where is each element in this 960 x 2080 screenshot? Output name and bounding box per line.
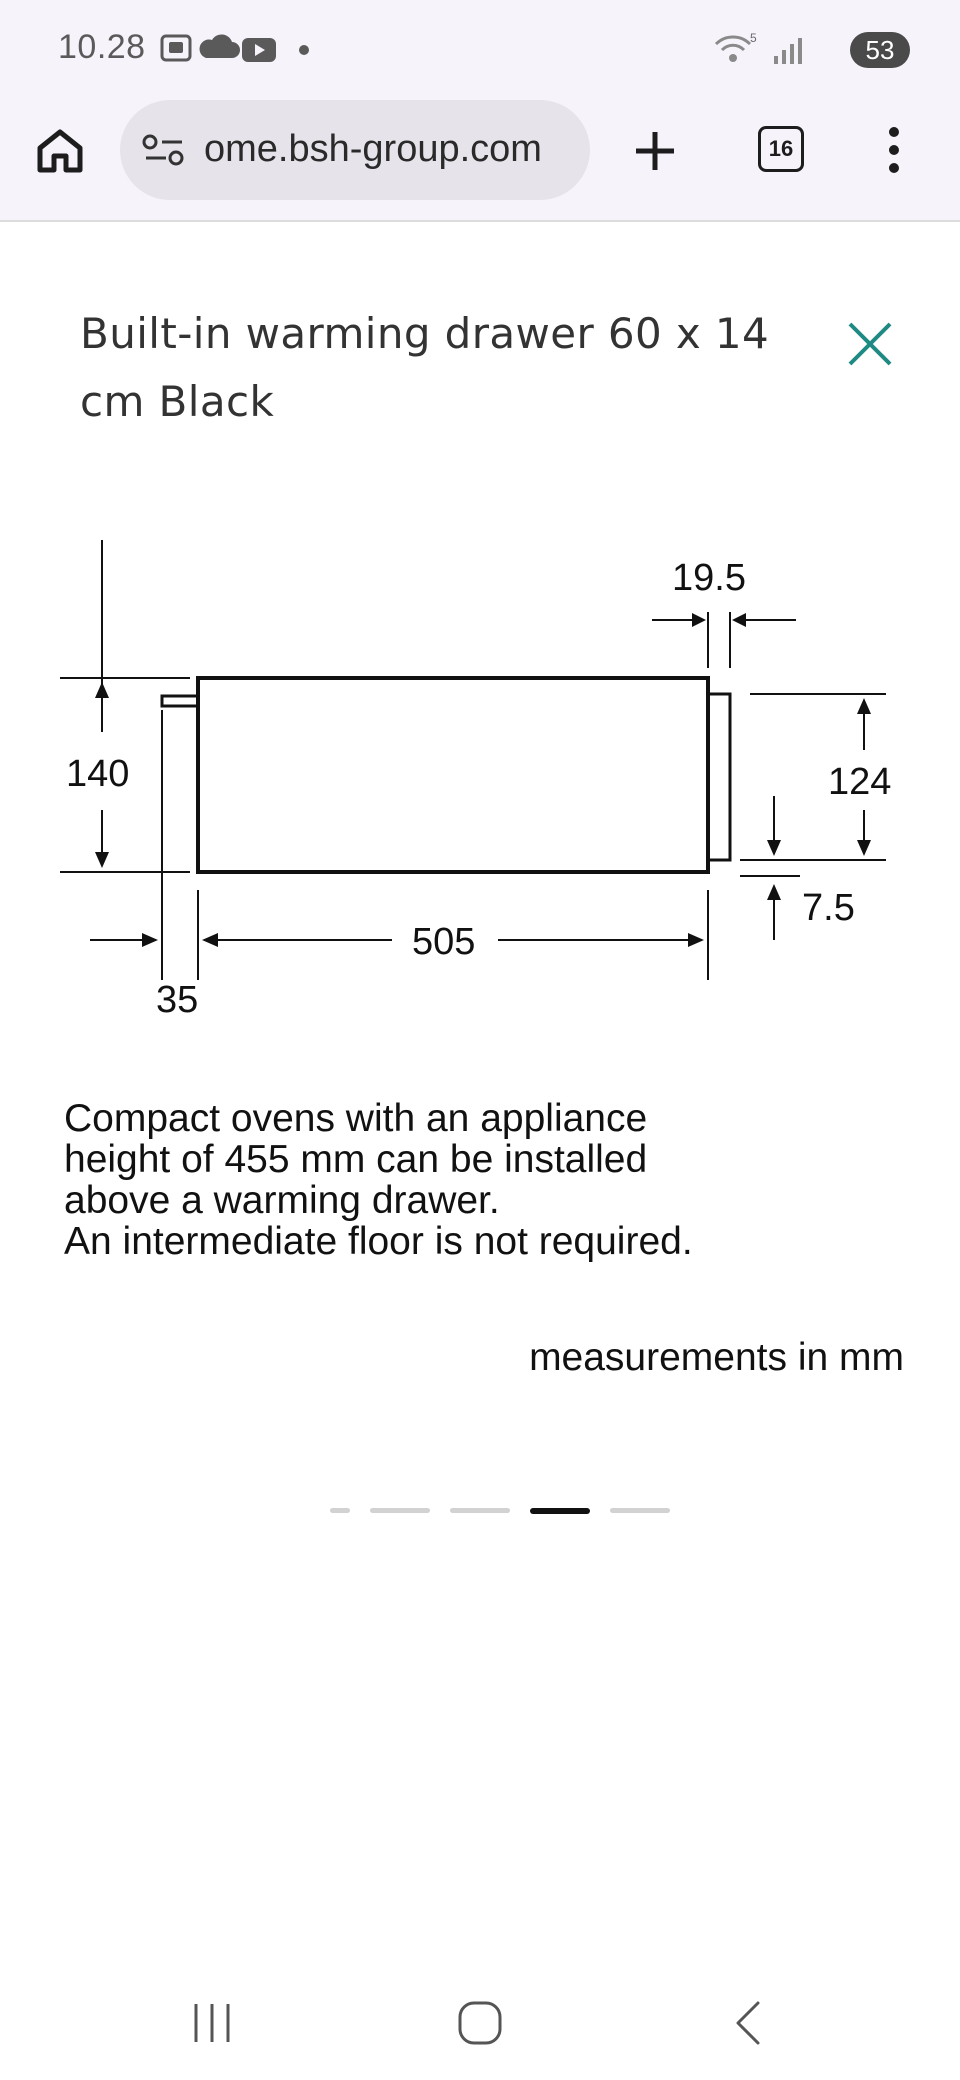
- note-line: height of 455 mm can be installed: [64, 1138, 648, 1181]
- battery-level: 53: [865, 35, 895, 65]
- plus-icon[interactable]: [632, 128, 678, 174]
- carousel-dot-3[interactable]: [450, 1508, 510, 1513]
- dim-label-top: 19.5: [672, 557, 746, 599]
- dim-label-left-height: 140: [66, 753, 129, 795]
- dim-label-bottom-gap: 7.5: [802, 887, 855, 929]
- drawer-front-panel: [706, 692, 732, 862]
- carousel-indicator: [330, 1508, 670, 1514]
- tab-count: 16: [768, 136, 794, 161]
- carousel-dot-4[interactable]: [530, 1508, 590, 1514]
- signal-strength-icon: [774, 38, 802, 64]
- drawer-body: [196, 676, 710, 874]
- system-nav-bar: [0, 1960, 960, 2080]
- product-title: Built-in warming drawer 60 x 14 cm Black: [80, 309, 770, 426]
- note-line: An intermediate floor is not required.: [64, 1220, 693, 1263]
- installation-note: Compact ovens with an appliance height o…: [64, 1098, 884, 1262]
- carousel-dot-2[interactable]: [370, 1508, 430, 1513]
- cloud-icon: [199, 34, 240, 58]
- address-bar[interactable]: ome.bsh-group.com: [120, 100, 590, 200]
- close-icon[interactable]: [842, 316, 898, 372]
- site-settings-icon[interactable]: [142, 134, 186, 166]
- drawer-handle: [160, 694, 200, 708]
- home-nav-icon[interactable]: [450, 1998, 510, 2048]
- url-text[interactable]: ome.bsh-group.com: [204, 128, 542, 170]
- screenshot-icon: [160, 34, 192, 62]
- more-notifications-dot: [299, 45, 309, 55]
- dim-label-right-height: 124: [828, 761, 891, 803]
- kebab-menu-icon[interactable]: [884, 124, 904, 176]
- status-bar: 10.28 5 53: [0, 0, 960, 100]
- units-label: measurements in mm: [529, 1336, 904, 1379]
- dim-label-width: 505: [412, 921, 475, 963]
- home-icon[interactable]: [34, 126, 86, 176]
- connectivity-icons: 5: [714, 31, 802, 64]
- note-line: Compact ovens with an appliance: [64, 1097, 648, 1140]
- carousel-dot-1[interactable]: [330, 1508, 350, 1513]
- notification-icons: [160, 34, 309, 62]
- dim-label-offset: 35: [156, 979, 198, 1021]
- battery-badge: 53: [850, 32, 910, 68]
- recents-icon[interactable]: [182, 1998, 242, 2048]
- back-icon[interactable]: [720, 1998, 780, 2048]
- status-time: 10.28: [58, 28, 146, 66]
- wifi-icon: [714, 35, 752, 62]
- tab-switcher-icon[interactable]: 16: [758, 126, 804, 172]
- dimension-diagram: 19.5 140 124 7.5 505 35: [60, 540, 891, 1021]
- browser-toolbar: ome.bsh-group.com 16: [0, 100, 960, 222]
- note-line: above a warming drawer.: [64, 1179, 500, 1222]
- carousel-dot-5[interactable]: [610, 1508, 670, 1513]
- youtube-icon: [242, 38, 276, 62]
- wifi-generation-label: 5: [750, 31, 757, 45]
